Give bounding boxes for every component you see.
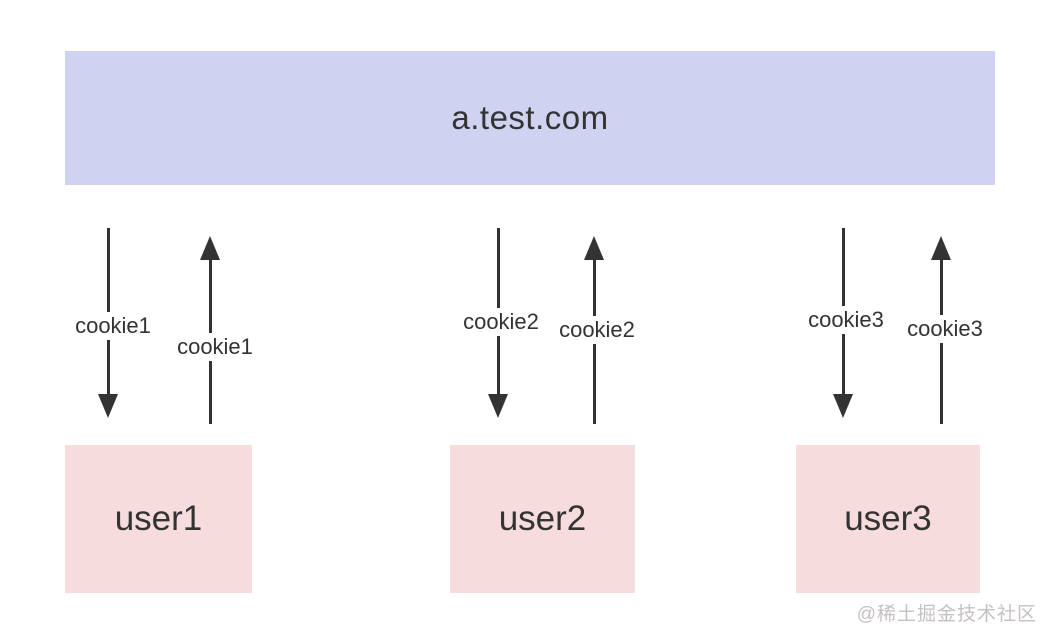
- server-box: a.test.com: [65, 51, 995, 185]
- watermark: @稀土掘金技术社区: [856, 604, 1037, 625]
- server-label: a.test.com: [451, 99, 609, 136]
- user-box: user1: [65, 445, 252, 593]
- response-cookie-label: cookie1: [173, 333, 257, 361]
- user-box: user2: [450, 445, 635, 593]
- user-label: user3: [844, 499, 932, 538]
- request-cookie-label: cookie1: [71, 312, 155, 340]
- response-arrow-head-icon: [584, 236, 604, 260]
- request-cookie-label: cookie2: [459, 308, 543, 336]
- request-arrow-head-icon: [488, 394, 508, 418]
- request-cookie-label: cookie3: [804, 306, 888, 334]
- request-arrow-head-icon: [98, 394, 118, 418]
- user-box: user3: [796, 445, 980, 593]
- response-cookie-label: cookie2: [555, 316, 639, 344]
- response-cookie-label: cookie3: [903, 315, 987, 343]
- response-arrow-head-icon: [931, 236, 951, 260]
- user-label: user1: [114, 499, 203, 538]
- request-arrow-head-icon: [833, 394, 853, 418]
- user-label: user2: [498, 499, 587, 538]
- response-arrow-head-icon: [200, 236, 220, 260]
